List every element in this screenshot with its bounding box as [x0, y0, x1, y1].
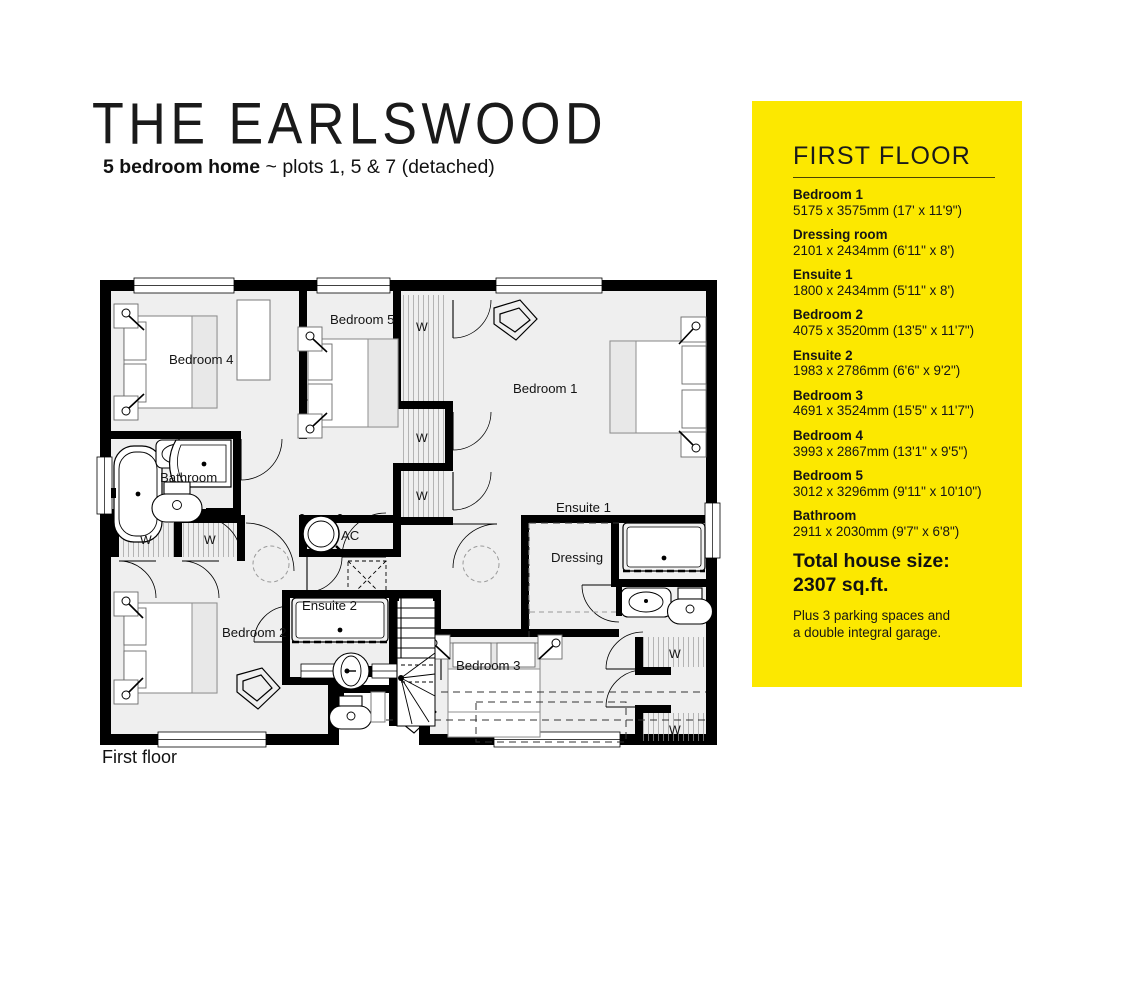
staircase	[394, 596, 438, 727]
room-schedule-item: Bathroom 2911 x 2030mm (9'7" x 6'8")	[793, 508, 1013, 540]
room-dimensions: 3012 x 3296mm (9'11" x 10'10")	[793, 483, 982, 499]
room-name: Bedroom 1	[793, 187, 863, 202]
room-schedule-item: Bedroom 4 3993 x 2867mm (13'1" x 9'5")	[793, 428, 1013, 460]
page-title: THE EARLSWOOD	[92, 92, 607, 158]
room-schedule-item: Ensuite 1 1800 x 2434mm (5'11" x 8')	[793, 267, 1013, 299]
ensuite-2-fixtures	[284, 597, 389, 730]
room-dimensions: 1800 x 2434mm (5'11" x 8')	[793, 283, 955, 299]
bedroom-1-furniture	[493, 299, 707, 458]
room-name: Bathroom	[793, 508, 857, 523]
room-name: Bedroom 5	[793, 467, 863, 483]
room-schedule-list: Bedroom 1 5175 x 3575mm (17' x 11'9") Dr…	[793, 187, 1013, 548]
window-top-left	[133, 277, 235, 294]
ensuite-1-fixtures	[616, 522, 714, 625]
label-wardrobe-b1-low: W	[416, 489, 428, 503]
bedroom-5-furniture	[297, 326, 399, 439]
toilet-icon	[151, 481, 203, 523]
subtitle-regular: ~ plots 1, 5 & 7 (detached)	[260, 156, 495, 178]
total-house-size-label: Total house size: 2307 sq.ft.	[793, 550, 950, 596]
room-schedule-item: Ensuite 2 1983 x 2786mm (6'6" x 9'2")	[793, 348, 1013, 380]
label-ac-cupboard: AC	[341, 528, 360, 543]
room-dimensions: 4075 x 3520mm (13'5" x 11'7")	[793, 323, 975, 339]
room-dimensions: 4691 x 3524mm (15'5" x 11'7")	[793, 403, 975, 419]
room-name: Bedroom 4	[793, 427, 863, 443]
total-house-size-block: Total house size: 2307 sq.ft. Plus 3 par…	[793, 550, 1018, 642]
label-bedroom-2: Bedroom 2	[222, 625, 287, 640]
room-dimensions: 2911 x 2030mm (9'7" x 6'8")	[793, 523, 960, 539]
window-top-mid	[316, 277, 391, 294]
bedroom-2-furniture	[113, 591, 281, 710]
label-ensuite-2: Ensuite 2	[302, 598, 357, 613]
subtitle-bold: 5 bedroom home	[103, 156, 261, 178]
bedroom-3-furniture	[392, 634, 563, 738]
room-schedule-item: Bedroom 2 4075 x 3520mm (13'5" x 11'7")	[793, 307, 1013, 339]
panel-heading: FIRST FLOOR	[793, 142, 972, 170]
room-name: Bedroom 3	[793, 387, 863, 403]
label-wardrobe-b2-right: W	[204, 533, 216, 547]
parking-note: Plus 3 parking spaces and a double integ…	[793, 608, 951, 641]
label-bedroom-1: Bedroom 1	[513, 381, 578, 396]
room-name: Bedroom 2	[793, 307, 863, 323]
bath-ensuite1	[622, 522, 706, 572]
room-schedule-item: Bedroom 1 5175 x 3575mm (17' x 11'9")	[793, 187, 1013, 219]
armchair-bedroom1	[493, 299, 538, 341]
label-bedroom-4: Bedroom 4	[169, 352, 234, 367]
room-name: Ensuite 2	[793, 347, 853, 363]
label-wardrobe-b2-left: W	[140, 533, 152, 547]
shower-icon	[169, 439, 232, 488]
label-wardrobe-b3-top: W	[669, 647, 681, 661]
bedroom-4-furniture	[113, 299, 271, 421]
room-schedule-item: Bedroom 3 4691 x 3524mm (15'5" x 11'7")	[793, 388, 1013, 420]
window-bottom-bedroom2	[157, 731, 267, 748]
bathtub-icon	[111, 445, 163, 543]
floor-info-panel: FIRST FLOOR Bedroom 1 5175 x 3575mm (17'…	[752, 101, 1022, 687]
label-wardrobe-b1-top: W	[416, 320, 428, 334]
armchair-bedroom2	[236, 667, 281, 710]
page-subtitle: 5 bedroom home ~ plots 1, 5 & 7 (detache…	[103, 156, 495, 179]
label-wardrobe-b1-mid: W	[416, 431, 428, 445]
room-dimensions: 5175 x 3575mm (17' x 11'9")	[793, 202, 962, 218]
doors	[118, 299, 644, 708]
ac-cylinder-icon	[299, 514, 343, 555]
landing-markers	[252, 545, 500, 583]
room-dimensions: 2101 x 2434mm (6'11" x 8')	[793, 242, 955, 258]
panel-divider	[793, 177, 995, 178]
label-bathroom: Bathroom	[160, 470, 217, 485]
label-wardrobe-b3-low: W	[669, 723, 681, 737]
floor-caption: First floor	[102, 747, 178, 767]
floorplan-drawing: Bedroom 4 Bedroom 5 Bedroom 1 Bathroom A…	[96, 272, 724, 752]
toilet-ensuite1	[666, 587, 714, 625]
label-dressing: Dressing	[551, 550, 603, 565]
bathroom-fixtures	[111, 436, 236, 543]
room-schedule-item: Bedroom 5 3012 x 3296mm (9'11" x 10'10")	[793, 468, 1013, 500]
label-bedroom-5: Bedroom 5	[330, 312, 395, 327]
label-ensuite-1: Ensuite 1	[556, 500, 611, 515]
room-dimensions: 1983 x 2786mm (6'6" x 9'2")	[793, 363, 961, 379]
room-schedule-item: Dressing room 2101 x 2434mm (6'11" x 8')	[793, 227, 1013, 259]
window-right-ensuite	[704, 502, 721, 559]
window-left-bathroom	[96, 456, 113, 515]
sink-ensuite1	[620, 587, 672, 618]
toilet-ensuite2	[329, 695, 372, 730]
sink-ensuite2	[332, 652, 370, 690]
window-top-right	[495, 277, 603, 294]
label-bedroom-3: Bedroom 3	[456, 658, 521, 673]
bath-ensuite2	[291, 597, 389, 643]
dressing-dashed	[528, 523, 616, 613]
room-dimensions: 3993 x 2867mm (13'1" x 9'5")	[793, 443, 968, 459]
room-name: Ensuite 1	[793, 267, 853, 283]
room-name: Dressing room	[793, 227, 888, 243]
